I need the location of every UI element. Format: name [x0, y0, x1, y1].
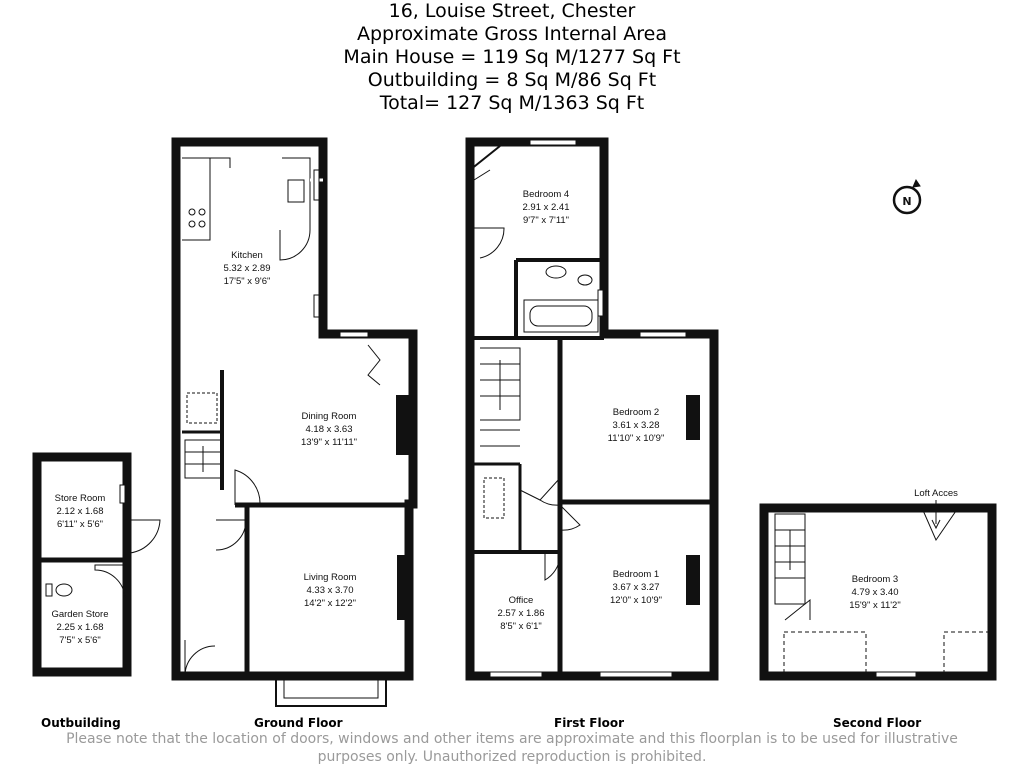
room-metric: 4.18 x 3.63 — [305, 424, 352, 435]
ground-floor-walls — [171, 137, 418, 707]
first-floor-walls — [465, 137, 719, 681]
room-metric: 5.32 x 2.89 — [223, 263, 270, 274]
floor-label-first: First Floor — [554, 716, 625, 730]
room-label-bedroom-3: Bedroom 3 4.79 x 3.40 15'9" x 11'2" — [849, 574, 900, 611]
room-imperial: 7'5" x 5'6" — [59, 635, 101, 646]
address-title: 16, Louise Street, Chester — [388, 0, 636, 22]
room-label-office: Office 2.57 x 1.86 8'5" x 6'1" — [497, 595, 544, 632]
room-label-living: Living Room 4.33 x 3.70 14'2" x 12'2" — [304, 572, 357, 609]
room-name: Bedroom 3 — [852, 574, 898, 585]
room-name: Kitchen — [231, 250, 263, 261]
room-metric: 2.91 x 2.41 — [522, 202, 569, 213]
compass-icon — [892, 178, 922, 215]
room-name: Store Room — [55, 493, 106, 504]
floor-label-outbuilding: Outbuilding — [41, 716, 121, 730]
room-name: Living Room — [304, 572, 357, 583]
compass-label: N — [902, 195, 911, 208]
room-name: Office — [509, 595, 534, 606]
room-label-bedroom-1: Bedroom 1 3.67 x 3.27 12'0" x 10'9" — [610, 569, 662, 606]
outbuilding-walls — [32, 452, 161, 677]
room-imperial: 6'11" x 5'6" — [57, 519, 103, 530]
main-house-area: Main House = 119 Sq M/1277 Sq Ft — [343, 46, 681, 68]
room-name: Garden Store — [51, 609, 108, 620]
loft-access-label: Loft Acces — [914, 488, 958, 499]
outbuilding-area: Outbuilding = 8 Sq M/86 Sq Ft — [367, 69, 657, 91]
room-name: Bedroom 1 — [613, 569, 659, 580]
room-metric: 2.57 x 1.86 — [497, 608, 544, 619]
room-imperial: 12'0" x 10'9" — [610, 595, 662, 606]
area-title: Approximate Gross Internal Area — [357, 23, 667, 45]
room-label-store: Store Room 2.12 x 1.68 6'11" x 5'6" — [55, 493, 106, 530]
room-name: Bedroom 2 — [613, 407, 659, 418]
room-imperial: 8'5" x 6'1" — [500, 621, 542, 632]
total-area: Total= 127 Sq M/1363 Sq Ft — [379, 92, 645, 114]
room-imperial: 15'9" x 11'2" — [849, 600, 900, 611]
second-floor-walls — [759, 500, 997, 681]
room-label-kitchen: Kitchen 5.32 x 2.89 17'5" x 9'6" — [223, 250, 270, 287]
room-metric: 3.67 x 3.27 — [612, 582, 659, 593]
room-name: Dining Room — [302, 411, 357, 422]
room-imperial: 11'10" x 10'9" — [608, 433, 665, 444]
room-imperial: 13'9" x 11'11" — [301, 437, 357, 448]
room-label-dining: Dining Room 4.18 x 3.63 13'9" x 11'11" — [301, 411, 357, 448]
room-metric: 3.61 x 3.28 — [612, 420, 659, 431]
room-label-garden-store: Garden Store 2.25 x 1.68 7'5" x 5'6" — [51, 609, 108, 646]
room-metric: 4.79 x 3.40 — [851, 587, 898, 598]
room-label-bedroom-4: Bedroom 4 2.91 x 2.41 9'7" x 7'11" — [522, 189, 569, 226]
floor-label-ground: Ground Floor — [254, 716, 343, 730]
disclaimer-text: Please note that the location of doors, … — [66, 731, 958, 765]
room-imperial: 9'7" x 7'11" — [523, 215, 569, 226]
room-metric: 2.12 x 1.68 — [56, 506, 103, 517]
room-metric: 2.25 x 1.68 — [56, 622, 103, 633]
room-metric: 4.33 x 3.70 — [306, 585, 353, 596]
room-imperial: 17'5" x 9'6" — [224, 276, 271, 287]
room-name: Bedroom 4 — [523, 189, 569, 200]
room-imperial: 14'2" x 12'2" — [304, 598, 356, 609]
room-label-bedroom-2: Bedroom 2 3.61 x 3.28 11'10" x 10'9" — [608, 407, 665, 444]
floor-label-second: Second Floor — [833, 716, 922, 730]
